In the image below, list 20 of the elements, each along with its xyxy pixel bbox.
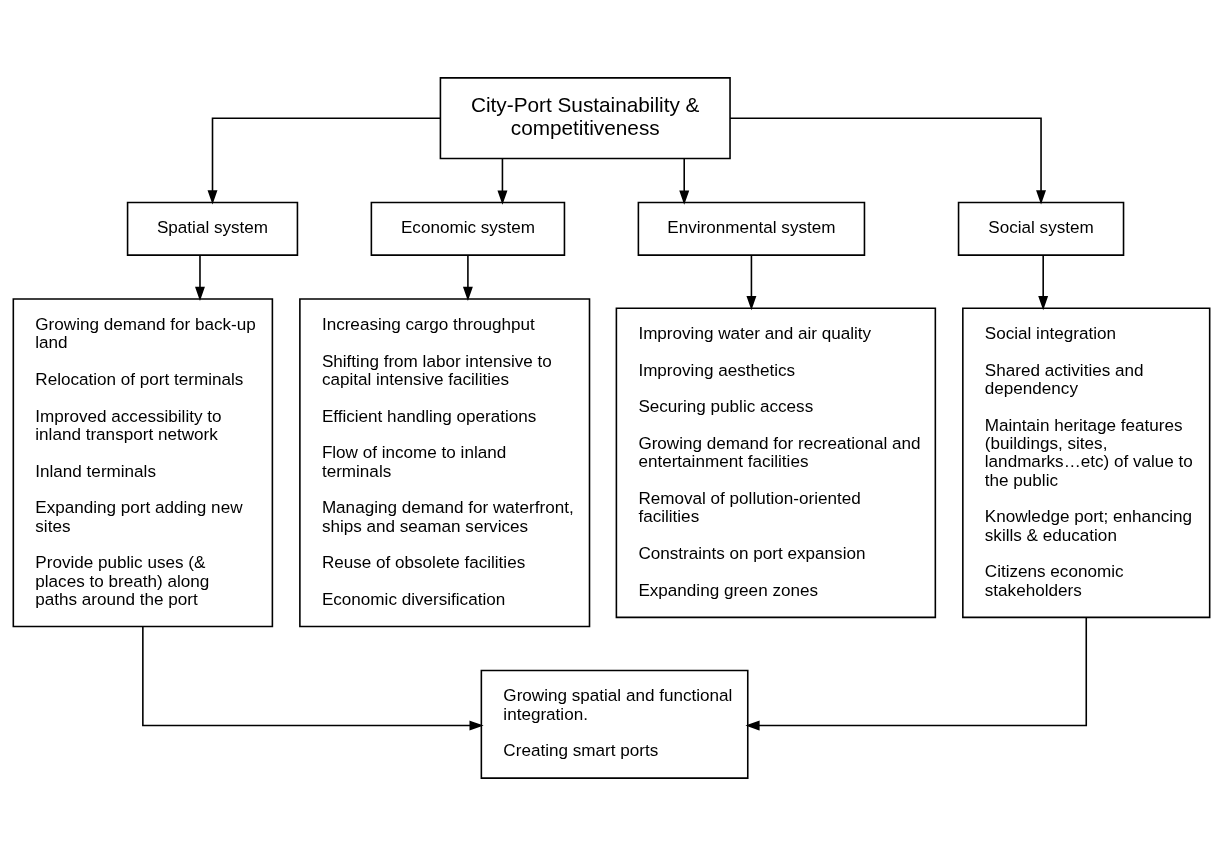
arrow xyxy=(195,254,205,301)
node-box: Social integration Shared activities and dependency Maintain heritage features (buildings, sites, landmarks…etc) of value to the public Knowledge port; enhancing skills & education Citizens economic stakeholders xyxy=(962,307,1211,619)
arrow xyxy=(462,254,473,301)
arrow xyxy=(207,117,441,205)
node-box: City-Port Sustainability & competitiveness xyxy=(439,77,731,160)
node-box: Increasing cargo throughput Shifting from labor intensive to capital intensive facilities Efficient handling operations Flow of income to inland terminals Managing demand for waterfront, ships and seaman services Reuse of obsolete facilities Economic diversification xyxy=(299,298,591,628)
arrow xyxy=(142,625,484,731)
node-box: Growing spatial and functional integration. Creating smart ports xyxy=(480,669,749,779)
node-box: Growing demand for back-up land Relocation of port terminals Improved accessibility to inland transport network Inland terminals Expanding port adding new sites Provide public uses (& places to breath) along paths around the port xyxy=(12,298,274,628)
arrow xyxy=(746,254,757,311)
arrow xyxy=(497,157,508,205)
arrow xyxy=(1038,254,1049,311)
node-box: Spatial system xyxy=(126,201,299,256)
arrow xyxy=(679,157,690,205)
node-box: Economic system xyxy=(370,201,566,256)
arrow xyxy=(745,616,1088,731)
node-box: Environmental system xyxy=(637,201,866,256)
node-box: Improving water and air quality Improving aesthetics Securing public access Growing demand for recreational and entertainment facilities Removal of pollution-oriented facilities Constraints on port expansion Expanding green zones xyxy=(615,307,937,619)
node-box: Social system xyxy=(957,201,1125,256)
arrow xyxy=(729,117,1046,205)
